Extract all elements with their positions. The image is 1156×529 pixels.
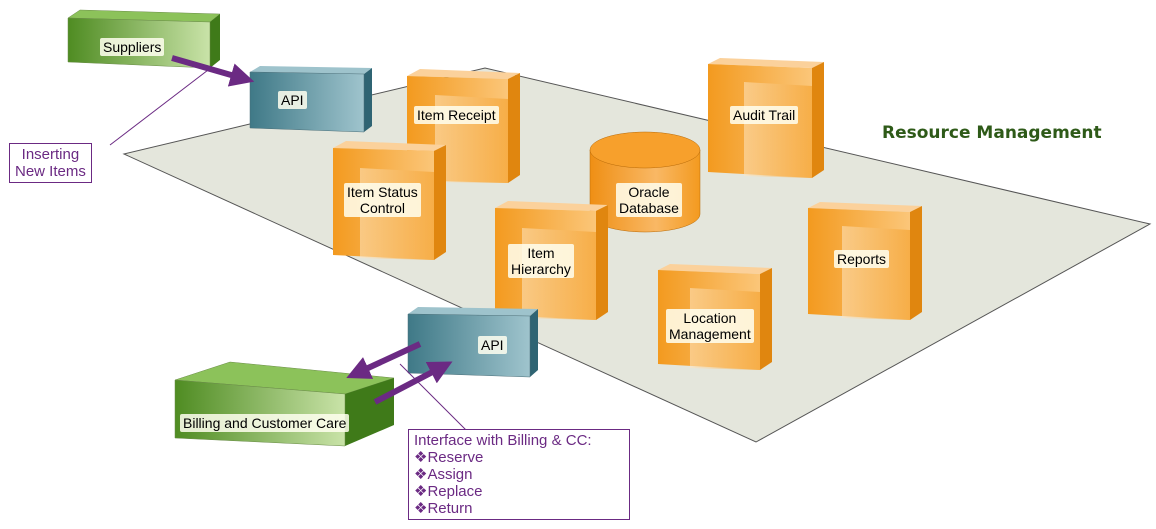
interface-callout: Interface with Billing & CC: ❖Reserve ❖A…	[408, 429, 630, 520]
billing-text: Billing and Customer Care	[180, 414, 350, 432]
reports-label: Reports	[834, 250, 890, 268]
api-to-billing-arrow	[346, 341, 422, 379]
api-bottom-label: API	[478, 336, 507, 354]
interface-item-replace: ❖Replace	[414, 483, 483, 500]
interface-callout-heading: Interface with Billing & CC:	[414, 432, 592, 449]
billing-label: Billing and Customer Care	[180, 414, 350, 432]
inserting-callout: Inserting New Items	[9, 143, 92, 183]
interface-item-return: ❖Return	[414, 500, 473, 517]
api-top-box	[249, 66, 372, 133]
location-management-line-1: Location	[683, 310, 737, 326]
audit-trail-label: Audit Trail	[730, 106, 799, 124]
diagram-title: Resource Management	[882, 123, 1102, 143]
oracle-database-line-2: Database	[619, 200, 679, 216]
api-top-label: API	[278, 91, 307, 109]
location-management-text: Location Management	[666, 309, 754, 343]
interface-item-reserve: ❖Reserve	[414, 449, 484, 466]
item-status-control-text: Item Status Control	[344, 183, 421, 217]
inserting-callout-line-2: New Items	[15, 163, 86, 180]
item-hierarchy-line-1: Item	[527, 245, 555, 261]
interface-callout-line	[399, 363, 467, 431]
inserting-callout-line	[109, 66, 213, 146]
item-status-control-line-2: Control	[359, 200, 405, 216]
interface-item-assign: ❖Assign	[414, 466, 473, 483]
item-receipt-label: Item Receipt	[414, 106, 499, 124]
suppliers-to-api-arrow	[171, 55, 255, 87]
suppliers-label: Suppliers	[100, 38, 165, 56]
item-status-control-label: Item Status Control	[344, 183, 421, 217]
location-management-label: Location Management	[666, 309, 754, 343]
api-top-text: API	[278, 91, 307, 109]
item-status-control-line-1: Item Status	[347, 184, 418, 200]
item-hierarchy-label: Item Hierarchy	[508, 244, 574, 278]
item-receipt-text: Item Receipt	[414, 106, 499, 124]
billing-to-api-arrow	[373, 361, 453, 405]
oracle-database-text: Oracle Database	[616, 183, 682, 217]
billing-box	[174, 361, 395, 447]
location-management-line-2: Management	[669, 326, 751, 342]
inserting-callout-line-1: Inserting	[21, 146, 80, 163]
reports-text: Reports	[834, 250, 890, 268]
oracle-database-label: Oracle Database	[616, 183, 682, 217]
item-hierarchy-line-2: Hierarchy	[511, 261, 571, 277]
suppliers-text: Suppliers	[100, 38, 165, 56]
api-bottom-box	[407, 307, 538, 378]
audit-trail-text: Audit Trail	[730, 106, 799, 124]
oracle-database-line-1: Oracle	[628, 184, 670, 200]
item-hierarchy-text: Item Hierarchy	[508, 244, 574, 278]
api-bottom-text: API	[478, 336, 507, 354]
